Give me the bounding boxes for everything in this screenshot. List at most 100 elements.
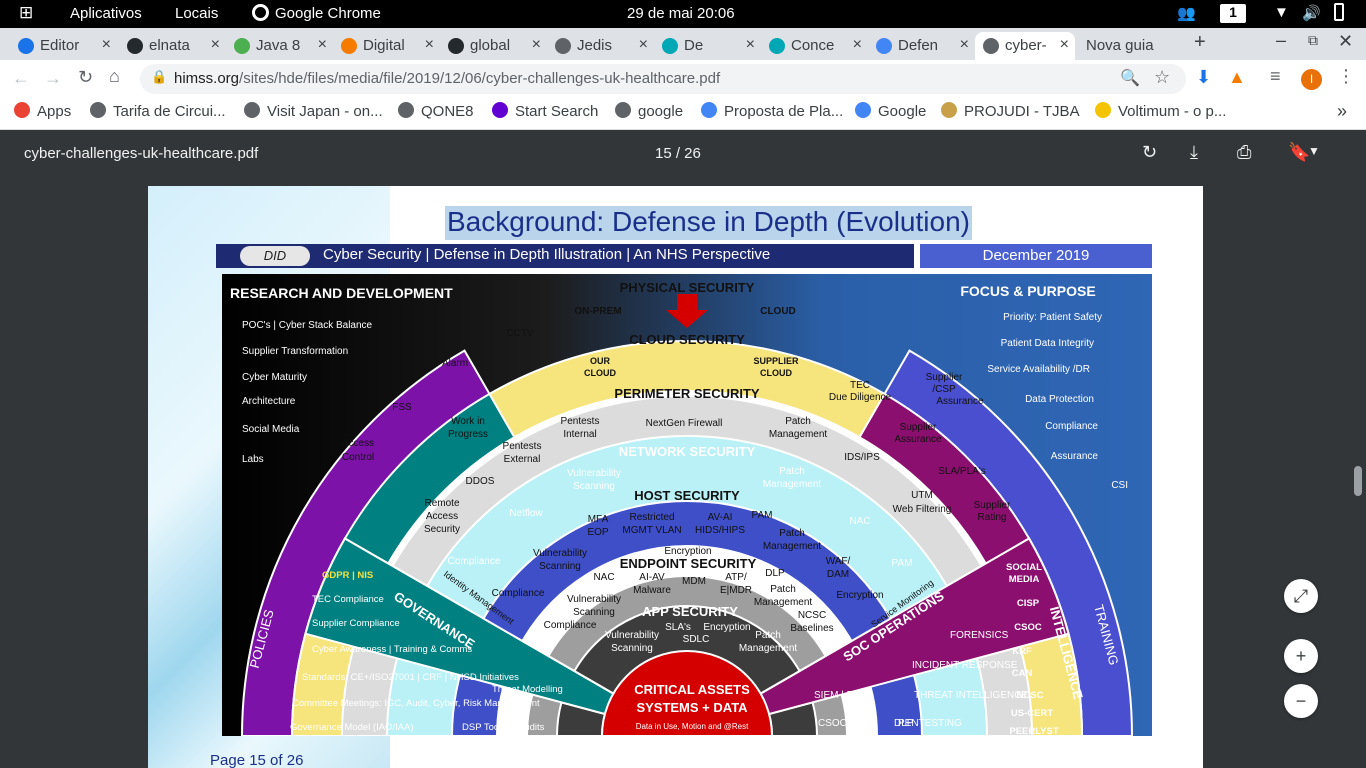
favicon bbox=[341, 38, 357, 54]
volume-icon[interactable]: 🔊 bbox=[1302, 5, 1321, 22]
wifi-icon[interactable]: ▼ bbox=[1274, 4, 1289, 21]
places-menu[interactable]: Locais bbox=[175, 5, 219, 22]
close-tab-icon[interactable]: × bbox=[101, 36, 111, 53]
minimize-icon[interactable]: – bbox=[1276, 30, 1287, 50]
home-icon[interactable]: ⌂ bbox=[109, 66, 120, 86]
close-tab-icon[interactable]: × bbox=[959, 36, 969, 53]
on-prem-label: ON-PREM bbox=[574, 306, 621, 317]
intelligence-item: CAN bbox=[1012, 668, 1033, 679]
forward-icon[interactable]: → bbox=[44, 68, 62, 88]
governance-item: DSP Toolkit | Audits bbox=[462, 722, 545, 733]
physical-item: SLA/PLA's bbox=[938, 466, 986, 477]
favicon bbox=[555, 38, 571, 54]
workspace-indicator[interactable]: 1 bbox=[1220, 4, 1246, 23]
soc-item: SIEM | EDR | bbox=[814, 690, 873, 701]
scrollbar-thumb[interactable] bbox=[1354, 466, 1362, 496]
tab-6[interactable]: De× bbox=[654, 32, 761, 60]
close-tab-icon[interactable]: × bbox=[531, 36, 541, 53]
bookmark-8[interactable]: PROJUDI - TJBA bbox=[941, 102, 1080, 120]
clock[interactable]: 29 de mai 20:06 bbox=[627, 5, 735, 22]
vlc-extension-icon[interactable]: ▲ bbox=[1228, 67, 1246, 87]
battery-icon[interactable] bbox=[1334, 3, 1344, 21]
close-tab-icon[interactable]: × bbox=[317, 36, 327, 53]
tab-9[interactable]: cyber-× bbox=[975, 32, 1075, 60]
menu-kebab-icon[interactable]: ⋮ bbox=[1337, 66, 1355, 86]
close-window-icon[interactable]: ✕ bbox=[1338, 31, 1354, 51]
users-icon[interactable]: 👥 bbox=[1177, 5, 1196, 22]
more-bookmarks-icon[interactable]: » bbox=[1337, 101, 1348, 121]
fit-page-icon[interactable]: ⤢ bbox=[1284, 579, 1318, 613]
host-item: HIDS/HIPS bbox=[695, 525, 745, 536]
physical-item: FSS bbox=[392, 402, 412, 413]
bookmark-3[interactable]: QONE8 bbox=[398, 102, 474, 120]
physical-item: Supplier bbox=[926, 372, 963, 383]
tab-title: Jedis bbox=[577, 37, 613, 54]
zoom-out-icon[interactable]: − bbox=[1284, 684, 1318, 718]
physical-title: PHYSICAL SECURITY bbox=[620, 280, 755, 295]
app-menu[interactable]: Google Chrome bbox=[275, 5, 381, 22]
print-icon[interactable]: ⎙ bbox=[1237, 142, 1252, 162]
tab-10[interactable]: Nova guia bbox=[1080, 32, 1180, 60]
intelligence-item: NCSC bbox=[1017, 690, 1044, 701]
tab-1[interactable]: elnata× bbox=[119, 32, 226, 60]
bookmark-7[interactable]: Google bbox=[855, 102, 926, 120]
lock-icon[interactable]: 🔒 bbox=[151, 69, 168, 84]
rd-item: Cyber Maturity bbox=[242, 372, 307, 383]
focus-item: Compliance bbox=[1045, 421, 1098, 432]
back-icon[interactable]: ← bbox=[12, 68, 30, 88]
download-icon[interactable]: ⤓ bbox=[1190, 142, 1198, 162]
app-item: Scanning bbox=[611, 643, 653, 654]
bookmark-label: Google bbox=[878, 103, 927, 120]
bookmark-1[interactable]: Tarifa de Circui... bbox=[90, 102, 226, 120]
restore-icon[interactable]: ⧉ bbox=[1308, 32, 1318, 48]
zoom-icon[interactable]: 🔍 bbox=[1120, 70, 1140, 87]
tab-5[interactable]: Jedis × bbox=[547, 32, 654, 60]
physical-item: Assurance bbox=[894, 434, 942, 445]
bookmark-0[interactable]: Apps bbox=[14, 102, 71, 120]
close-tab-icon[interactable]: × bbox=[1059, 36, 1069, 53]
rotate-icon[interactable]: ↻ bbox=[1142, 142, 1158, 162]
zoom-in-icon[interactable]: + bbox=[1284, 639, 1318, 673]
url-text: himss.org/sites/hde/files/media/file/201… bbox=[174, 70, 721, 87]
favicon bbox=[876, 38, 892, 54]
close-tab-icon[interactable]: × bbox=[424, 36, 434, 53]
cloud-item: CLOUD bbox=[760, 368, 792, 378]
tab-8[interactable]: Defen× bbox=[868, 32, 975, 60]
new-tab-icon[interactable]: + bbox=[1194, 31, 1206, 53]
perimeter-item: Work in bbox=[451, 416, 485, 427]
tab-2[interactable]: Java 8× bbox=[226, 32, 333, 60]
tab-3[interactable]: Digital× bbox=[333, 32, 440, 60]
reload-icon[interactable]: ↻ bbox=[78, 67, 94, 87]
address-bar[interactable]: 🔒 himss.org/sites/hde/files/media/file/2… bbox=[140, 64, 1186, 94]
bookmark-4[interactable]: Start Search bbox=[492, 102, 598, 120]
bookmark-icon bbox=[941, 102, 957, 118]
physical-item: Supplier bbox=[900, 422, 937, 433]
page-indicator[interactable]: 15 / 26 bbox=[655, 145, 701, 162]
endpoint-item: NCSC bbox=[798, 610, 826, 621]
bookmark-6[interactable]: Proposta de Pla... bbox=[701, 102, 843, 120]
close-tab-icon[interactable]: × bbox=[745, 36, 755, 53]
bookmark-icon bbox=[701, 102, 717, 118]
activities-menu[interactable]: Aplicativos bbox=[70, 5, 142, 22]
tab-7[interactable]: Conce× bbox=[761, 32, 868, 60]
bookmark-5[interactable]: google bbox=[615, 102, 683, 120]
profile-avatar[interactable]: I bbox=[1301, 69, 1322, 90]
media-control-icon[interactable]: ≡ bbox=[1270, 66, 1281, 86]
bookmark-icon[interactable]: 🔖 bbox=[1288, 142, 1311, 162]
close-tab-icon[interactable]: × bbox=[210, 36, 220, 53]
close-tab-icon[interactable]: × bbox=[852, 36, 862, 53]
core-final bbox=[600, 650, 774, 736]
star-icon[interactable]: ☆ bbox=[1154, 67, 1171, 87]
tab-4[interactable]: global× bbox=[440, 32, 547, 60]
cloud-item: SUPPLIER bbox=[753, 356, 799, 366]
download-extension-icon[interactable]: ⬇ bbox=[1196, 67, 1212, 87]
chevron-down-icon[interactable]: ▼ bbox=[1308, 144, 1320, 158]
grid-icon[interactable]: ⊞ bbox=[19, 3, 34, 22]
intelligence-item: PEERLYST bbox=[1009, 726, 1058, 736]
bookmark-2[interactable]: Visit Japan - on... bbox=[244, 102, 383, 120]
diagram-date: December 2019 bbox=[920, 244, 1152, 268]
close-tab-icon[interactable]: × bbox=[638, 36, 648, 53]
bookmark-9[interactable]: Voltimum - o p... bbox=[1095, 102, 1226, 120]
tab-0[interactable]: Editor× bbox=[10, 32, 117, 60]
